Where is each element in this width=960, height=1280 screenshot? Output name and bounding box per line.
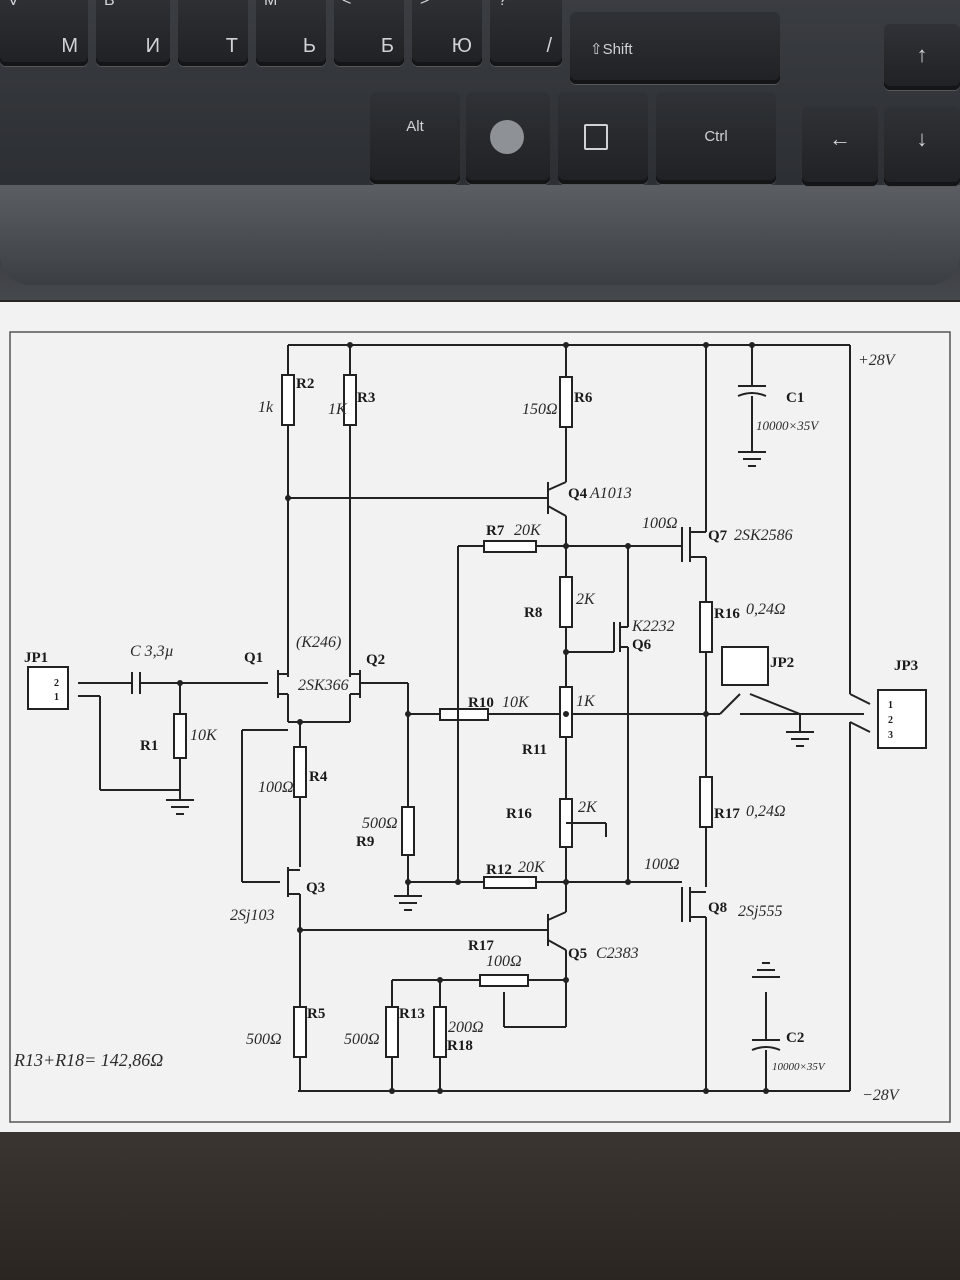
q7-type: 2SK2586 [734, 527, 793, 544]
jp3-pin2-label: 2 [888, 715, 893, 726]
c2-label: C2 [786, 1030, 804, 1046]
jp3-pin3-label: 3 [888, 730, 893, 741]
q4-label: Q4 [568, 486, 588, 502]
r17-pot-label: R17 [468, 938, 494, 954]
c2-value: 10000×35V [772, 1061, 826, 1073]
c1-label: C1 [786, 390, 804, 406]
q6-label: Q6 [632, 637, 652, 653]
r2-label: R2 [296, 376, 314, 392]
r10-label: R10 [468, 695, 494, 711]
q1-q2-alt-type: (K246) [296, 634, 341, 651]
r5-label: R5 [307, 1006, 325, 1022]
r1-value: 10K [190, 727, 218, 744]
r16-label: R16 [714, 606, 740, 622]
r8-value: 2K [576, 591, 596, 608]
desk-surface [0, 1132, 960, 1280]
amplifier-schematic: +28V −28V JP1 2 1 JP2 JP3 1 2 3 C 3,3µ R… [9, 331, 951, 1123]
r17-label: R17 [714, 806, 740, 822]
jp3-pin1-label: 1 [888, 700, 893, 711]
r12-label: R12 [486, 862, 512, 878]
q3-label: Q3 [306, 880, 325, 896]
r9-value: 500Ω [362, 815, 398, 832]
c1-value: 10000×35V [756, 418, 820, 433]
key-slash[interactable]: ? / [490, 0, 562, 66]
jp1-label: JP1 [24, 650, 48, 666]
r7-value: 20K [514, 522, 542, 539]
key-soft-sign[interactable]: M Ь [256, 0, 326, 66]
key-arrow-down[interactable]: ↓ [884, 106, 960, 186]
q8-label: Q8 [708, 900, 727, 916]
jp1-pin1-label: 1 [54, 692, 59, 703]
resistor-sum-note: R13+R18= 142,86Ω [13, 1050, 163, 1070]
r7-label: R7 [486, 523, 505, 539]
r11-label: R11 [522, 742, 547, 758]
r1-label: R1 [140, 738, 158, 754]
keyboard: V M B И Т M Ь < Б > Ю ? / ⇧Shift ↑ Alt C… [0, 0, 960, 300]
c-in-label: C 3,3µ [130, 643, 174, 660]
r2-value: 1k [258, 399, 274, 416]
r4-value: 100Ω [258, 779, 294, 796]
q5-label: Q5 [568, 946, 587, 962]
key-menu[interactable] [558, 92, 648, 184]
key-windows[interactable] [466, 92, 550, 184]
r17-value: 0,24Ω [746, 803, 786, 820]
r16-value: 0,24Ω [746, 601, 786, 618]
key-arrow-up[interactable]: ↑ [884, 24, 960, 90]
ground-symbols [166, 451, 814, 978]
r5-value: 500Ω [246, 1031, 282, 1048]
r18-value: 200Ω [448, 1019, 484, 1036]
keyboard-frame [0, 185, 960, 285]
r11-value: 1K [576, 693, 596, 710]
r4-label: R4 [309, 769, 328, 785]
r16-pot-value: 2K [578, 799, 598, 816]
r10-value: 10K [502, 694, 530, 711]
key-m[interactable]: V M [0, 0, 88, 66]
r13-label: R13 [399, 1006, 425, 1022]
key-ctrl[interactable]: Ctrl [656, 92, 776, 184]
r6-value: 150Ω [522, 401, 558, 418]
q6-type: K2232 [631, 618, 675, 635]
q7-gate-resistor: 100Ω [642, 515, 678, 532]
context-menu-icon [584, 124, 608, 150]
key-shift[interactable]: ⇧Shift [570, 12, 780, 84]
junction-dots [177, 342, 769, 1094]
key-b-comma[interactable]: < Б [334, 0, 404, 66]
key-alt[interactable]: Alt [370, 92, 460, 184]
jp3-label: JP3 [894, 658, 918, 674]
q8-type: 2Sj555 [738, 903, 782, 920]
rail-negative-label: −28V [862, 1087, 901, 1104]
key-arrow-left[interactable]: ← [802, 106, 878, 186]
r6-label: R6 [574, 390, 593, 406]
q2-label: Q2 [366, 652, 385, 668]
windows-logo-icon [490, 120, 524, 154]
key-yu-period[interactable]: > Ю [412, 0, 482, 66]
key-i[interactable]: B И [96, 0, 170, 66]
schematic-paper: +28V −28V JP1 2 1 JP2 JP3 1 2 3 C 3,3µ R… [0, 302, 960, 1132]
r18-label: R18 [447, 1038, 473, 1054]
q7-label: Q7 [708, 528, 728, 544]
jp1-pin2-label: 2 [54, 678, 59, 689]
r9-label: R9 [356, 834, 374, 850]
r12-value: 20K [518, 859, 546, 876]
q4-type: A1013 [589, 485, 632, 502]
r3-value: 1K [328, 401, 348, 418]
q8-gate-resistor: 100Ω [644, 856, 680, 873]
schematic-wires [9, 331, 951, 1123]
r16-pot-label: R16 [506, 806, 532, 822]
q1-q2-type: 2SK366 [298, 677, 349, 694]
q1-label: Q1 [244, 650, 263, 666]
jp2-label: JP2 [770, 655, 794, 671]
key-t[interactable]: Т [178, 0, 248, 66]
q5-type: C2383 [596, 945, 639, 962]
r13-value: 500Ω [344, 1031, 380, 1048]
q3-type: 2Sj103 [230, 907, 274, 924]
r3-label: R3 [357, 390, 375, 406]
r17-pot-value: 100Ω [486, 953, 522, 970]
r8-label: R8 [524, 605, 542, 621]
rail-positive-label: +28V [858, 352, 897, 369]
